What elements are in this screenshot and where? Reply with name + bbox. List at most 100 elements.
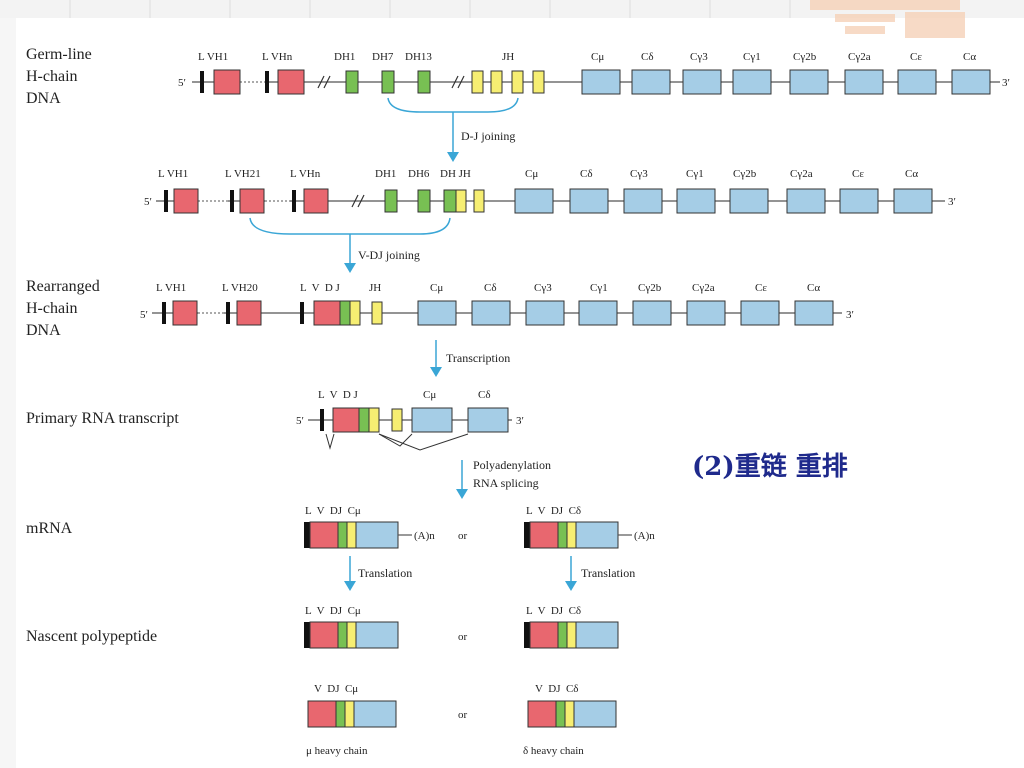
- step-label: Translation: [358, 566, 412, 580]
- germline-dna-row: 5′ 3′ L VH1 L VHn DH1 DH7 DH13 JH: [178, 51, 1010, 95]
- primary-rna-transcript-row: 5′ 3′ L V D J Cμ Cδ: [296, 389, 524, 451]
- leader-segment: [164, 190, 168, 212]
- c-segment: [575, 521, 619, 549]
- j-segment: [564, 700, 575, 728]
- c-segment: [573, 700, 617, 728]
- c-gene-label: Cδ: [484, 282, 497, 294]
- gene-label: V DJ Cδ: [535, 683, 579, 695]
- mrna-row: (A)n or (A)n L V DJ Cμ L V DJ Cδ: [304, 505, 655, 549]
- v-segment: [277, 69, 305, 95]
- c-gene-label: Cμ: [430, 282, 443, 294]
- c-gene-label: Cε: [852, 168, 864, 180]
- delta-chain-label: δ heavy chain: [523, 745, 584, 757]
- splice-marker: [325, 433, 335, 450]
- c-segment: [839, 188, 879, 214]
- d-segment: [443, 189, 457, 213]
- c-gene-label: Cμ: [591, 51, 604, 63]
- c-gene-label: Cγ1: [686, 168, 704, 180]
- or-label: or: [458, 530, 468, 542]
- c-gene-label: Cε: [755, 282, 767, 294]
- c-segment: [514, 188, 554, 214]
- c-segment: [578, 300, 618, 326]
- c-segment: [794, 300, 834, 326]
- gene-label: L VH1: [198, 51, 228, 63]
- j-segment: [371, 301, 383, 325]
- poly-a-tail: (A)n: [634, 530, 655, 542]
- j-segment: [490, 70, 503, 94]
- j-segment: [455, 189, 467, 213]
- gene-label: DH13: [405, 51, 432, 63]
- step-label: D-J joining: [461, 129, 515, 143]
- c-segment: [467, 407, 509, 433]
- chromosome-break: [317, 75, 465, 89]
- gene-label: DH6: [408, 168, 430, 180]
- c-gene-label: Cγ2b: [733, 168, 757, 180]
- c-segment: [682, 69, 722, 95]
- j-segment: [391, 408, 403, 432]
- leader-segment: [230, 190, 234, 212]
- arrow-down-icon: [456, 489, 468, 499]
- gene-label: DH1: [334, 51, 355, 63]
- dj-joined-dna-row: 5′ 3′ L VH1 L VH21 L VHn DH1 DH6 DH: [144, 168, 956, 214]
- v-segment: [213, 69, 241, 95]
- primary-transcript-label: Primary RNA transcript: [26, 410, 179, 427]
- d-segment: [335, 700, 346, 728]
- gene-label: L VHn: [262, 51, 293, 63]
- step-label: Polyadenylation: [473, 458, 551, 472]
- gene-label: DH1: [375, 168, 396, 180]
- c-segment: [525, 300, 565, 326]
- gene-label: JH: [369, 282, 381, 294]
- dj-joining-step: D-J joining: [387, 97, 519, 162]
- c-segment: [632, 300, 672, 326]
- svg-text:3′: 3′: [516, 415, 524, 427]
- c-segment: [897, 69, 937, 95]
- v-segment: [332, 407, 360, 433]
- step-label: Transcription: [446, 351, 510, 365]
- chromosome-break: [351, 194, 365, 208]
- c-gene-label: Cα: [905, 168, 918, 180]
- v-segment: [527, 700, 557, 728]
- c-gene-label: Cγ2b: [638, 282, 662, 294]
- leader-segment: [320, 409, 324, 431]
- d-segment: [337, 521, 348, 549]
- c-gene-label: Cδ: [478, 389, 491, 401]
- gene-label: L V D J: [318, 389, 359, 401]
- v-segment: [173, 188, 199, 214]
- mrna-label: mRNA: [26, 520, 73, 537]
- leader-segment: [162, 302, 166, 324]
- v-segment: [307, 700, 337, 728]
- c-segment: [623, 188, 663, 214]
- d-segment: [337, 621, 348, 649]
- d-segment: [555, 700, 566, 728]
- splice-marker: [378, 433, 413, 447]
- v-segment: [529, 621, 559, 649]
- or-label: or: [458, 709, 468, 721]
- arrow-down-icon: [344, 263, 356, 273]
- step-label: RNA splicing: [473, 476, 539, 490]
- v-segment: [239, 188, 265, 214]
- c-segment: [355, 621, 399, 649]
- c-segment: [786, 188, 826, 214]
- transcription-step: Transcription: [430, 340, 510, 377]
- gene-label: L V DJ Cμ: [305, 605, 361, 617]
- c-gene-label: Cγ2a: [692, 282, 715, 294]
- v-segment: [309, 621, 339, 649]
- gene-label: V DJ Cμ: [314, 683, 358, 695]
- three-prime-end: 3′: [1002, 77, 1010, 89]
- leader-segment: [292, 190, 296, 212]
- c-segment: [631, 69, 671, 95]
- d-segment: [345, 70, 359, 94]
- gene-label: L VH1: [156, 282, 186, 294]
- svg-text:5′: 5′: [144, 196, 152, 208]
- step-label: Translation: [581, 566, 635, 580]
- arrow-down-icon: [344, 581, 356, 591]
- d-segment: [358, 407, 370, 433]
- svg-text:5′: 5′: [140, 309, 148, 321]
- j-segment: [344, 700, 355, 728]
- c-gene-label: Cμ: [525, 168, 538, 180]
- c-segment: [893, 188, 933, 214]
- c-segment: [581, 69, 621, 95]
- c-segment: [355, 521, 399, 549]
- c-gene-label: Cγ1: [743, 51, 761, 63]
